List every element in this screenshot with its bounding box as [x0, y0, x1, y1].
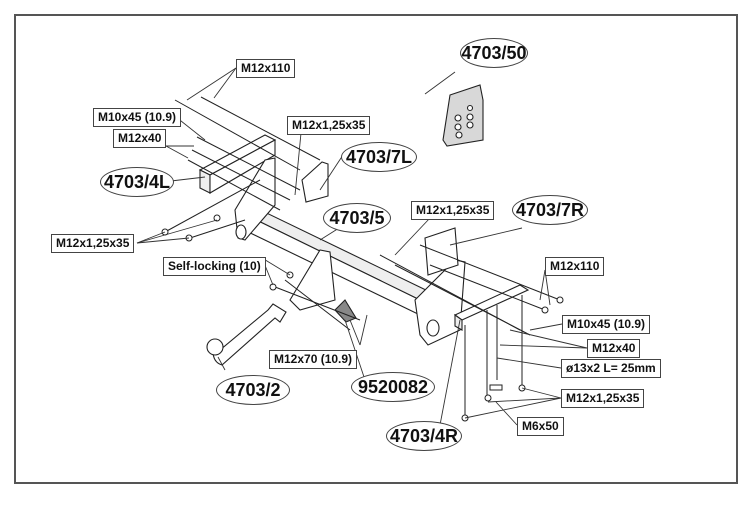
diagram-border: [14, 14, 738, 484]
bolt-label-left-m12x1-25x35: M12x1,25x35: [51, 234, 135, 253]
part-label-4703-7r: 4703/7R: [512, 195, 588, 225]
bolt-label-right-m12x110: M12x110: [545, 257, 605, 276]
bolt-label-self-locking: Self-locking (10): [163, 257, 266, 276]
right-small-bracket-part: [424, 227, 459, 276]
bolt-label-sleeve: ø13x2 L= 25mm: [561, 359, 661, 378]
main-crossbar-part: [234, 157, 466, 346]
kit-bag-part: [442, 84, 484, 147]
bolt-label-top-m12x1-25x35: M12x1,25x35: [287, 116, 371, 135]
bolt-label-left-m12x110: M12x110: [236, 59, 296, 78]
bolt-label-right-m12x1-25x35: M12x1,25x35: [561, 389, 645, 408]
leader-lines: [136, 67, 588, 426]
bolt-label-left-m10x45: M10x45 (10.9): [93, 108, 182, 127]
left-small-bracket-part: [301, 161, 329, 203]
bolt-label-right-m12x40: M12x40: [587, 339, 641, 358]
part-label-9520082: 9520082: [351, 372, 435, 402]
part-label-4703-7l: 4703/7L: [341, 142, 417, 172]
part-label-4703-4r: 4703/4R: [386, 421, 462, 451]
part-label-4703-2: 4703/2: [216, 375, 290, 405]
part-label-4703-50: 4703/50: [460, 38, 528, 68]
bolt-label-m12x70: M12x70 (10.9): [269, 350, 358, 369]
bolts-group: [161, 96, 564, 422]
part-label-4703-5: 4703/5: [323, 203, 391, 233]
bolt-label-left-m12x40: M12x40: [113, 129, 167, 148]
part-label-4703-4l: 4703/4L: [100, 167, 174, 197]
tow-ball-neck-part: [206, 303, 287, 366]
bolt-label-m6x50: M6x50: [517, 417, 564, 436]
bolt-label-right-m10x45: M10x45 (10.9): [562, 315, 651, 334]
bolt-label-mid-m12x1-25x35: M12x1,25x35: [411, 201, 495, 220]
right-side-arm-part: [453, 284, 530, 331]
